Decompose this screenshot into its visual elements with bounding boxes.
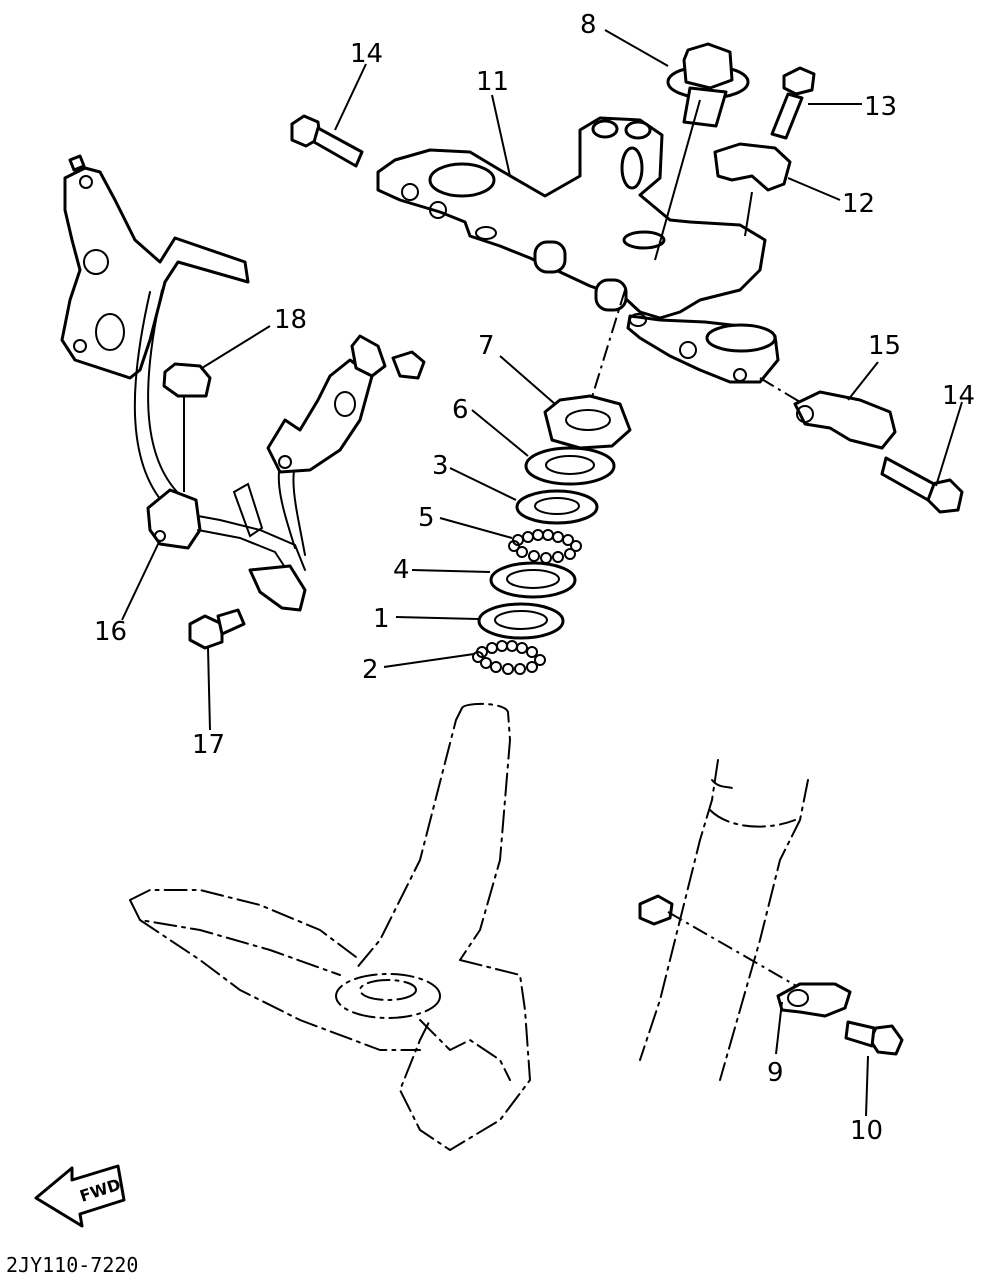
under-bracket-ghost xyxy=(129,702,531,1151)
callout-labels: 1 2 3 4 5 6 7 8 9 10 11 12 13 14 14 15 1… xyxy=(94,10,975,1146)
callout-8: 8 xyxy=(580,10,597,40)
callout-7: 7 xyxy=(478,331,495,361)
callout-18: 18 xyxy=(274,305,307,335)
callout-14-right: 14 xyxy=(942,381,975,411)
pinch-bolt-right xyxy=(880,456,964,514)
callout-2: 2 xyxy=(362,655,379,685)
callout-16: 16 xyxy=(94,617,127,647)
callout-5: 5 xyxy=(418,503,435,533)
upper-bracket xyxy=(376,116,780,384)
rubber-grommet xyxy=(162,362,212,492)
fork-tube-ghost xyxy=(638,759,809,1081)
bracket-bolt xyxy=(188,608,246,650)
callout-1: 1 xyxy=(373,604,390,634)
hose-clamp xyxy=(776,982,852,1018)
stem-bolt xyxy=(654,42,750,261)
callout-6: 6 xyxy=(452,395,469,425)
callout-3: 3 xyxy=(432,451,449,481)
cable-clamp xyxy=(759,377,897,450)
callout-13: 13 xyxy=(864,92,897,122)
callout-17: 17 xyxy=(192,730,225,760)
callout-11: 11 xyxy=(476,67,509,97)
callout-10: 10 xyxy=(850,1116,883,1146)
ball-bearings-upper xyxy=(508,529,582,564)
callout-9: 9 xyxy=(767,1058,784,1088)
callout-12: 12 xyxy=(842,189,875,219)
callout-15: 15 xyxy=(868,331,901,361)
bearing-stack xyxy=(472,289,632,675)
holder-bolt xyxy=(770,66,816,140)
ball-bearings-lower xyxy=(472,640,546,675)
handlebar-holder xyxy=(713,142,792,237)
clamp-screw xyxy=(844,1020,904,1056)
leader-lines xyxy=(121,29,963,1117)
meter-bracket xyxy=(60,154,426,612)
forward-arrow: FWD xyxy=(34,1164,126,1228)
callout-14-upper: 14 xyxy=(350,39,383,69)
callout-4: 4 xyxy=(393,555,410,585)
document-code: 2JY110-7220 xyxy=(6,1253,138,1277)
pinch-bolt-left xyxy=(290,114,364,168)
